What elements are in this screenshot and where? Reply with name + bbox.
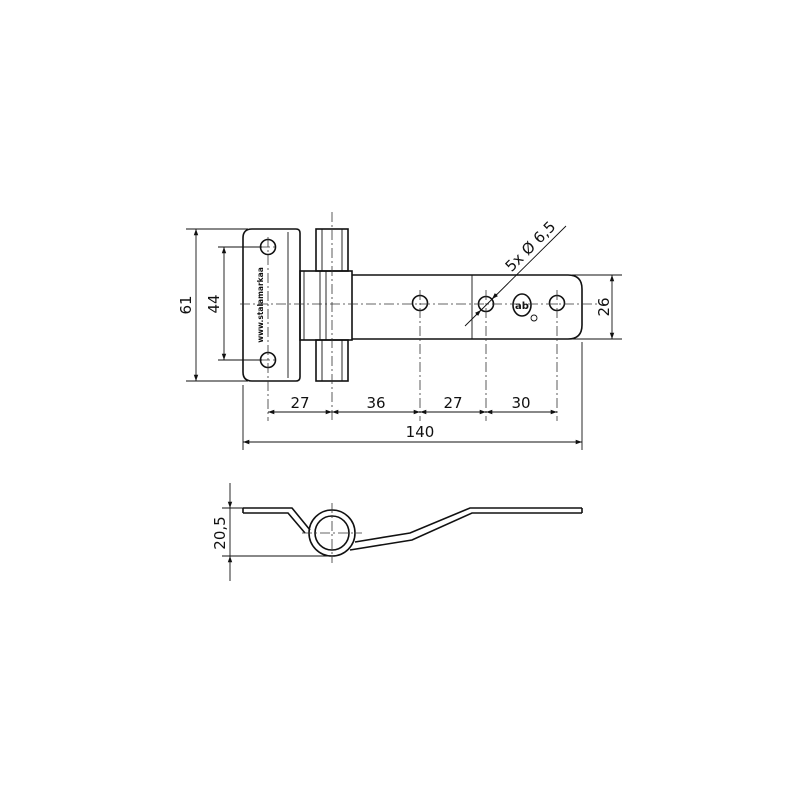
dim-segment-4: 30	[511, 394, 530, 412]
dim-segment-2: 36	[366, 394, 385, 412]
dimensions-side: 20,5	[211, 483, 332, 581]
hinge-right-leaf	[352, 274, 583, 340]
dim-side-height: 20,5	[211, 516, 229, 549]
dim-hole-spacing: 44	[205, 294, 223, 313]
hole-callout: 5x Ø 6,5	[502, 218, 560, 276]
hinge-left-plate	[242, 228, 301, 382]
dim-segment-3: 27	[443, 394, 462, 412]
dim-segment-1: 27	[290, 394, 309, 412]
engraved-text: www.stalamarkaa	[256, 267, 265, 343]
svg-text:ab: ab	[515, 301, 529, 312]
dim-overall-length: 140	[406, 423, 435, 441]
dim-leaf-height: 26	[595, 297, 613, 316]
logo-stamp: ab	[512, 293, 538, 322]
top-view: ab www.stalamarkaa	[240, 212, 598, 421]
side-view	[242, 503, 583, 563]
dim-overall-height: 61	[177, 295, 195, 314]
